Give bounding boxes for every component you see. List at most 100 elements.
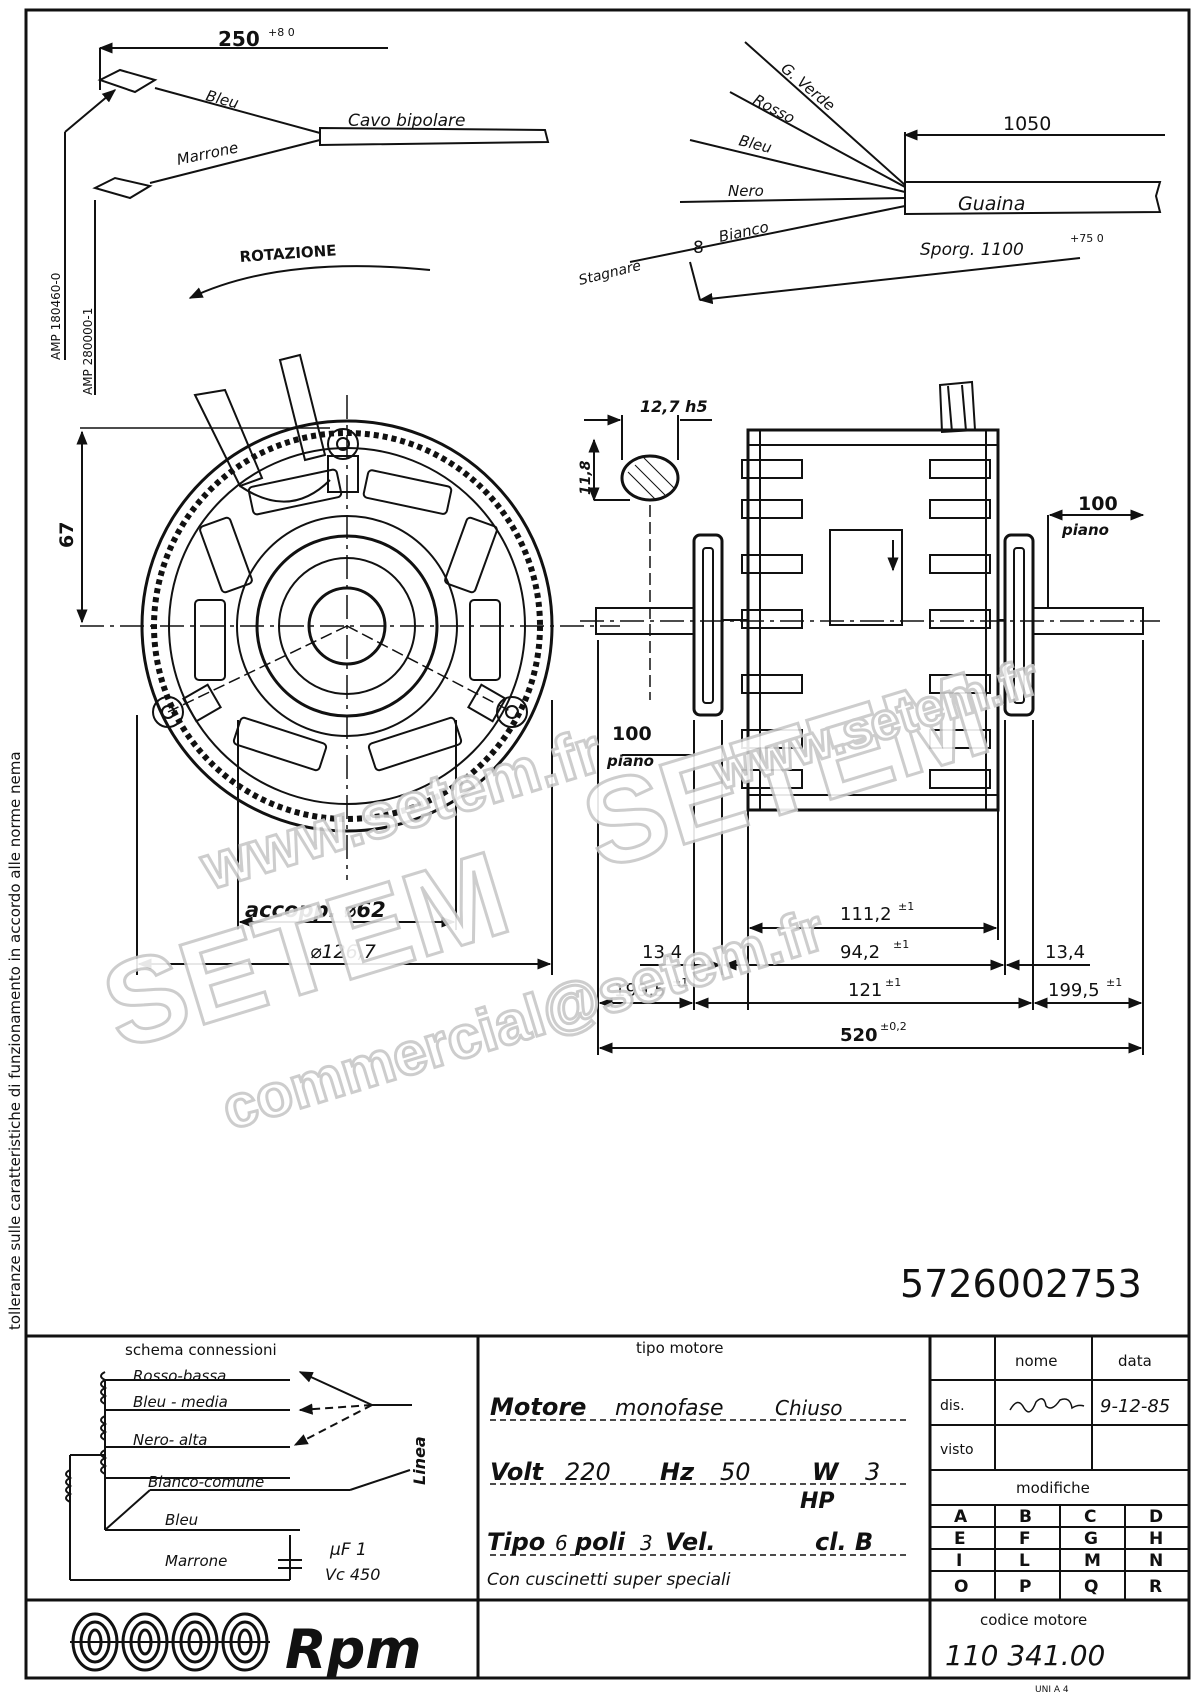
rev-letter: E — [954, 1529, 966, 1549]
motor-guide-lines — [490, 1419, 910, 1556]
motor-type-value-2: Chiuso — [775, 1396, 843, 1420]
dim-diameter: ⌀126,7 — [310, 941, 376, 963]
cable-length-tolerance: +8 0 — [268, 26, 295, 39]
rev-letter: R — [1149, 1577, 1162, 1597]
dim-199-left: 199,5 — [614, 980, 666, 1001]
rev-letter: D — [1149, 1507, 1163, 1527]
tb-dis-date: 9-12-85 — [1100, 1396, 1170, 1417]
wire-white-label: Bianco — [717, 218, 770, 246]
dim-199-left-tol: ±1 — [672, 976, 688, 989]
dim-94: 94,2 — [840, 942, 880, 963]
motor-front-view — [76, 353, 620, 975]
vel-label: Vel. — [665, 1528, 715, 1556]
schema-wire-blue-2: Bleu — [165, 1511, 198, 1529]
tb-modifiche: modifiche — [1016, 1479, 1090, 1497]
dim-520-tol: ±0,2 — [880, 1020, 907, 1033]
rev-letter: H — [1149, 1529, 1163, 1549]
wire-black-label: Nero — [728, 182, 764, 200]
amp-code-1: AMP 180460-0 — [49, 273, 63, 360]
amp-code-2: AMP 280000-1 — [81, 308, 95, 395]
revision-letters: A B C D E F G H I L M N O P Q R — [954, 1507, 1163, 1597]
sporg-tolerance: +75 0 — [1070, 232, 1104, 245]
dim-67: 67 — [56, 522, 78, 548]
dim-520: 520 — [840, 1025, 878, 1046]
titleblock-table — [930, 1336, 1189, 1600]
dim-flat-right: 100 — [1078, 493, 1118, 515]
hz-label: Hz — [660, 1458, 695, 1486]
rev-letter: O — [954, 1577, 968, 1597]
sheath-label: Guaina — [958, 193, 1025, 215]
tb-header-data: data — [1118, 1352, 1152, 1370]
motor-type-value: monofase — [615, 1396, 724, 1421]
sheath-length: 1050 — [1003, 113, 1051, 135]
wire-blue-label: Bleu — [204, 86, 241, 112]
wire-brown-label: Marrone — [175, 138, 240, 169]
rev-letter: A — [954, 1507, 968, 1527]
designer-signature — [1009, 1398, 1085, 1413]
tb-visto-label: visto — [940, 1442, 974, 1458]
rev-letter: Q — [1084, 1577, 1098, 1597]
dim-shaft: 12,7 h5 — [640, 397, 708, 416]
footer-right: UNI A 4 — [1035, 1685, 1069, 1695]
stagnare-length: 8 — [693, 238, 704, 258]
rev-letter: I — [956, 1551, 962, 1571]
rev-letter: C — [1084, 1507, 1096, 1527]
schema-wire-red: Rosso-bassa — [133, 1367, 226, 1385]
dim-111-tol: ±1 — [898, 900, 914, 913]
schema-cap: µF 1 — [329, 1540, 367, 1560]
rev-letter: M — [1084, 1551, 1101, 1571]
stagnare-label: Stagnare — [577, 258, 643, 289]
dim-shaft-flat: 11,8 — [578, 460, 594, 495]
cable-length: 250 — [218, 27, 260, 51]
dim-111: 111,2 — [840, 904, 892, 925]
schema-wire-blue: Bleu - media — [133, 1393, 228, 1411]
dim-coupling: accopp. ⌀62 — [245, 898, 386, 922]
motor-label: Motore — [490, 1393, 586, 1421]
dim-121: 121 — [848, 980, 882, 1001]
dim-13-left: 13,4 — [642, 942, 682, 963]
sheet-border — [24, 8, 1191, 1680]
cable-five-wire — [629, 41, 1165, 305]
w-label: W — [812, 1458, 840, 1486]
tb-header-nome: nome — [1015, 1352, 1058, 1370]
tb-motor-code: 110 341.00 — [945, 1639, 1105, 1672]
hz-value: 50 — [720, 1458, 751, 1486]
schema-wire-white: Bianco-comune — [148, 1473, 264, 1491]
tipo-value: 6 — [555, 1531, 568, 1555]
cable-type-label: Cavo bipolare — [348, 111, 465, 131]
rev-letter: P — [1019, 1577, 1031, 1597]
motor-header: tipo motore — [636, 1339, 723, 1357]
sporg-label: Sporg. 1100 — [920, 240, 1024, 260]
rev-letter: L — [1019, 1551, 1030, 1571]
tb-dis-label: dis. — [940, 1398, 965, 1414]
rev-letter: G — [1084, 1529, 1098, 1549]
watermark: www.setem.fr SETEM commercial@setem.fr S… — [87, 644, 1047, 1144]
rev-letter: F — [1019, 1529, 1031, 1549]
schema-wire-brown: Marrone — [165, 1552, 227, 1570]
rpm-logo-text: Rpm — [285, 1618, 422, 1681]
volt-value: 220 — [565, 1458, 611, 1486]
schema-diagram — [65, 1371, 412, 1581]
bearing-note: Con cuscinetti super speciali — [487, 1570, 731, 1590]
dim-flat-right-sub: piano — [1061, 521, 1109, 539]
hp-label: HP — [800, 1489, 835, 1514]
drawing-number: 5726002753 — [900, 1262, 1142, 1306]
w-value: 3 — [865, 1458, 880, 1486]
dim-121-tol: ±1 — [885, 976, 901, 989]
dim-flat-left-sub: piano — [606, 752, 654, 770]
poli-value: 3 — [640, 1531, 653, 1555]
dim-199-right-tol: ±1 — [1106, 976, 1122, 989]
rev-letter: N — [1149, 1551, 1163, 1571]
class-label: cl. B — [815, 1528, 873, 1556]
schema-linea: Linea — [410, 1436, 429, 1485]
dim-94-tol: ±1 — [893, 938, 909, 951]
rpm-logo-coils — [70, 1612, 270, 1672]
motor-side-view — [580, 380, 1160, 1055]
dim-199-right: 199,5 — [1048, 980, 1100, 1001]
schema-wire-black: Nero- alta — [133, 1431, 207, 1449]
poli-label: poli — [574, 1528, 626, 1556]
schema-cap-voltage: Vc 450 — [325, 1565, 380, 1584]
rev-letter: B — [1019, 1507, 1032, 1527]
tb-codice-label: codice motore — [980, 1611, 1087, 1629]
